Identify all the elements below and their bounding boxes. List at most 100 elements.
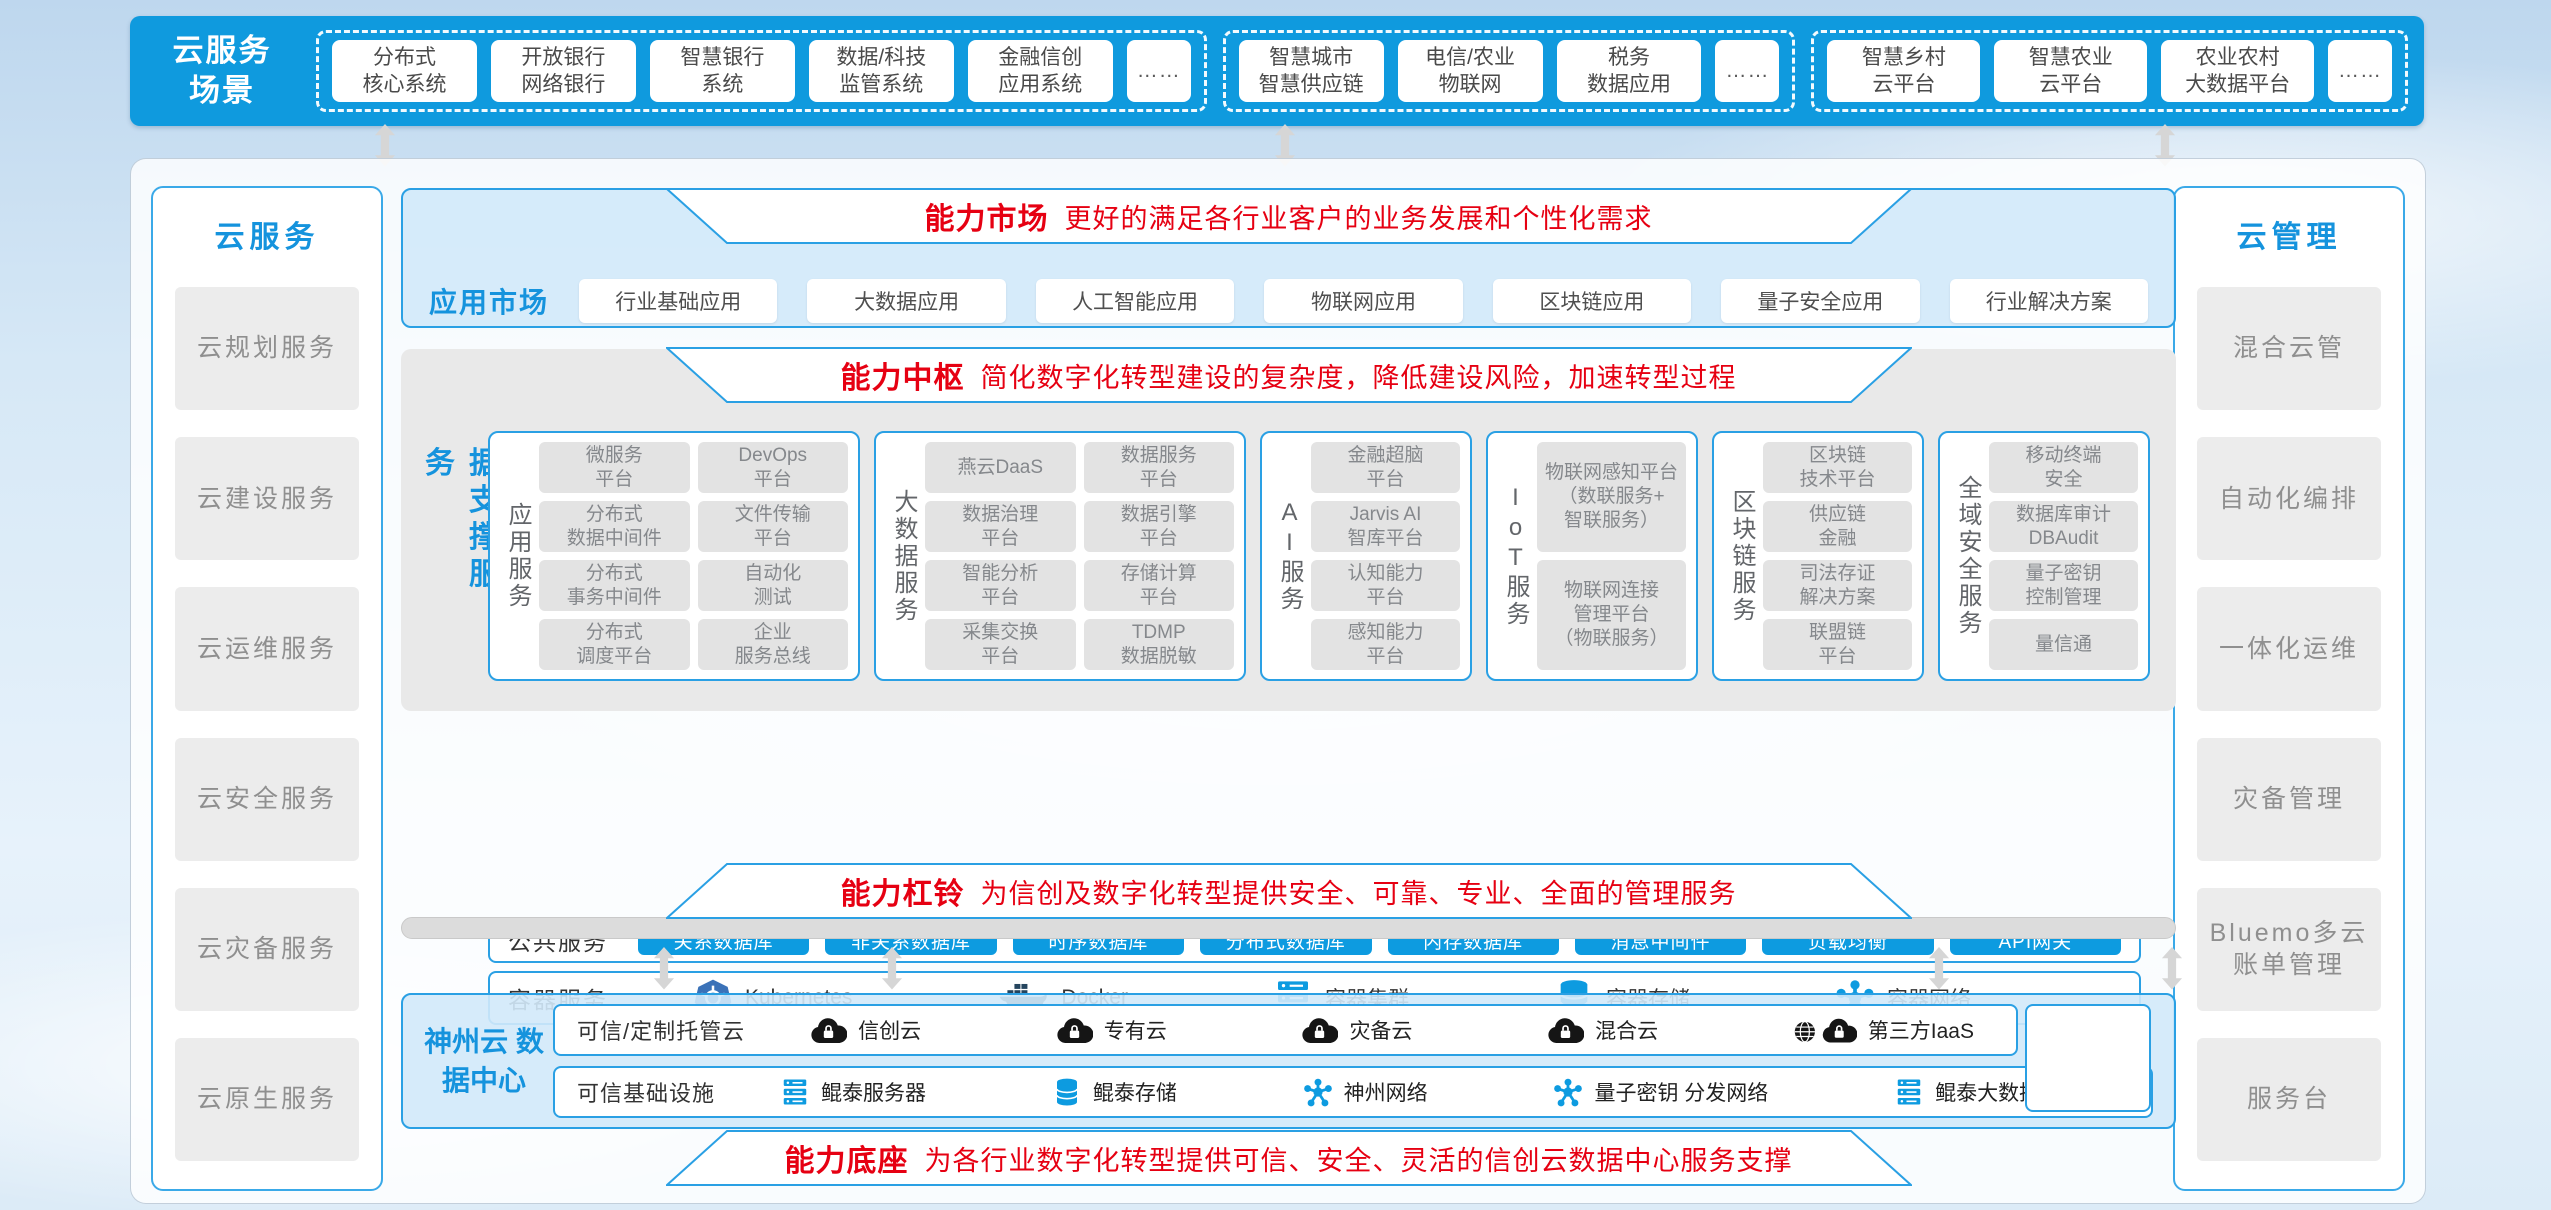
service-item: 分布式 数据中间件 xyxy=(539,501,690,552)
datacenter-item-label: 鲲泰服务器 xyxy=(821,1082,927,1105)
service-item: 分布式 调度平台 xyxy=(539,619,690,670)
updown-arrow-icon xyxy=(2152,124,2178,167)
capability-barbell-banner: 能力杠铃 为信创及数字化转型提供安全、可靠、专业、全面的管理服务 xyxy=(665,863,1912,919)
scenario-group: 分布式 核心系统开放银行 网络银行智慧银行 系统数据/科技 监管系统金融信创 应… xyxy=(316,30,1207,112)
service-item: TDMP 数据脱敏 xyxy=(1083,619,1234,670)
sidebar-item: 混合云管 xyxy=(2197,287,2381,411)
datacenter-row-label: 可信/定制托管云 xyxy=(577,1019,746,1044)
main-container: 云服务 云规划服务云建设服务云运维服务云安全服务云灾备服务云原生服务 云管理 混… xyxy=(130,158,2426,1204)
datacenter-empty-box xyxy=(2025,1004,2151,1112)
sidebar-item: 云运维服务 xyxy=(175,587,359,711)
service-group-label: 大数据服务 xyxy=(890,488,917,624)
service-item: 区块链 技术平台 xyxy=(1763,442,1912,493)
service-item: 企业 服务总线 xyxy=(697,619,848,670)
datacenter-item: 灾备云 xyxy=(1301,1015,1412,1045)
service-item: 数据治理 平台 xyxy=(925,501,1076,552)
sidebar-item: 云安全服务 xyxy=(175,737,359,861)
scenario-groups: 分布式 核心系统开放银行 网络银行智慧银行 系统数据/科技 监管系统金融信创 应… xyxy=(316,16,2408,126)
datacenter-item: 第三方IaaS xyxy=(1793,1015,1974,1045)
scenario-item: 金融信创 应用系统 xyxy=(967,40,1113,102)
service-item: 量子密钥 控制管理 xyxy=(1989,560,2138,611)
updown-arrow-icon xyxy=(372,124,398,167)
service-item: 燕云DaaS xyxy=(925,442,1076,493)
capability-hub-banner: 能力中枢 简化数字化转型建设的复杂度，降低建设风险，加速转型过程 xyxy=(665,347,1912,403)
scenario-group: 智慧乡村 云平台智慧农业 云平台农业农村 大数据平台…… xyxy=(1811,30,2408,112)
updown-arrow-icon xyxy=(879,947,905,990)
datacenter-item-label: 混合云 xyxy=(1595,1020,1659,1043)
banner-trapezoid-shape xyxy=(665,188,1912,244)
datacenter-item-label: 鲲泰存储 xyxy=(1092,1082,1177,1105)
scenario-item: …… xyxy=(1715,40,1780,102)
banner-desc: 为各行业数字化转型提供可信、安全、灵活的信创云数据中心服务支撑 xyxy=(924,1145,1793,1176)
banner-title: 能力市场 xyxy=(924,203,1049,236)
service-group: IoT服务物联网感知平台 （数联服务+ 智联服务）物联网连接 管理平台 （物联服… xyxy=(1486,431,1698,681)
datacenter-item-label: 信创云 xyxy=(858,1020,922,1043)
center-column: 能力市场 更好的满足各行业客户的业务发展和个性化需求 应用市场 行业基础应用大数… xyxy=(401,159,2183,1203)
banner-desc: 更好的满足各行业客户的业务发展和个性化需求 xyxy=(1064,203,1653,234)
market-app-item: 人工智能应用 xyxy=(1035,279,1235,323)
cloud-services-panel: 云服务 云规划服务云建设服务云运维服务云安全服务云灾备服务云原生服务 xyxy=(151,186,383,1191)
sidebar-item: 云原生服务 xyxy=(175,1037,359,1162)
market-app-item: 区块链应用 xyxy=(1492,279,1692,323)
datacenter-item: 混合云 xyxy=(1547,1015,1658,1045)
datacenter-row: 可信/定制托管云信创云专有云灾备云混合云第三方IaaS xyxy=(553,1004,2018,1056)
market-app-item: 物联网应用 xyxy=(1264,279,1463,323)
scenario-item: …… xyxy=(1126,40,1191,102)
scenario-item: 数据/科技 监管系统 xyxy=(808,40,954,102)
service-item: 分布式 事务中间件 xyxy=(539,560,690,611)
sidebar-item: 自动化编排 xyxy=(2197,437,2381,561)
service-group-label: 全域安全服务 xyxy=(1954,475,1981,637)
cloud-lock-icon xyxy=(810,1016,848,1044)
capability-market-banner: 能力市场 更好的满足各行业客户的业务发展和个性化需求 xyxy=(665,188,1912,244)
scenarios-bar: 云服务 场景 分布式 核心系统开放银行 网络银行智慧银行 系统数据/科技 监管系… xyxy=(130,16,2424,126)
updown-arrow-icon xyxy=(2159,947,2185,990)
banner-trapezoid-shape xyxy=(665,863,1912,919)
service-item: 司法存证 解决方案 xyxy=(1763,560,1912,611)
market-app-item: 量子安全应用 xyxy=(1721,279,1920,323)
banner-trapezoid-shape xyxy=(665,1130,1912,1186)
sidebar-item: 云灾备服务 xyxy=(175,887,359,1011)
cloud-lock-icon xyxy=(1056,1016,1093,1044)
scenario-item: …… xyxy=(2328,40,2392,102)
divider-strip xyxy=(401,917,2176,939)
market-app-item: 大数据应用 xyxy=(807,279,1006,323)
service-item: 采集交换 平台 xyxy=(925,619,1076,670)
updown-arrow-icon xyxy=(651,947,677,990)
service-item: 量信通 xyxy=(1989,619,2138,670)
scenario-item: 智慧农业 云平台 xyxy=(1994,40,2148,102)
datacenter-item-label: 第三方IaaS xyxy=(1867,1020,1974,1043)
sidebar-item: 云建设服务 xyxy=(175,437,359,561)
capability-hub-panel: 能力中枢 简化数字化转型建设的复杂度，降低建设风险，加速转型过程 应用&数据支撑… xyxy=(401,347,2176,1025)
network-icon xyxy=(1553,1077,1583,1107)
service-group-items: 区块链 技术平台供应链 金融司法存证 解决方案联盟链 平台 xyxy=(1763,442,1912,670)
market-app-item: 行业基础应用 xyxy=(579,279,778,323)
datacenter-row-label: 可信基础设施 xyxy=(577,1081,716,1106)
server-icon xyxy=(1894,1077,1924,1107)
sidebar-item: Bluemo多云 账单管理 xyxy=(2197,887,2381,1011)
service-group-label: 区块链服务 xyxy=(1728,488,1755,624)
capability-base-banner: 能力底座 为各行业数字化转型提供可信、安全、灵活的信创云数据中心服务支撑 xyxy=(665,1130,1912,1186)
updown-arrow-icon xyxy=(1926,947,1952,990)
cloud-lock-icon xyxy=(1547,1016,1585,1044)
datacenter-item: 鲲泰存储 xyxy=(1052,1077,1177,1107)
scenario-item: 税务 数据应用 xyxy=(1556,40,1702,102)
service-group: 区块链服务区块链 技术平台供应链 金融司法存证 解决方案联盟链 平台 xyxy=(1712,431,1924,681)
application-market-row: 应用市场 行业基础应用大数据应用人工智能应用物联网应用区块链应用量子安全应用行业… xyxy=(403,278,2174,324)
cloud-services-title: 云服务 xyxy=(214,221,320,254)
sidebar-item: 服务台 xyxy=(2197,1037,2381,1162)
storage-icon xyxy=(1052,1077,1082,1107)
sidebar-item: 灾备管理 xyxy=(2197,737,2381,861)
globe-cloud-lock-icon xyxy=(1793,1016,1857,1044)
scenario-item: 分布式 核心系统 xyxy=(332,40,477,102)
banner-desc: 为信创及数字化转型提供安全、可靠、专业、全面的管理服务 xyxy=(980,878,1737,909)
service-group-label: 应用服务 xyxy=(504,502,531,610)
